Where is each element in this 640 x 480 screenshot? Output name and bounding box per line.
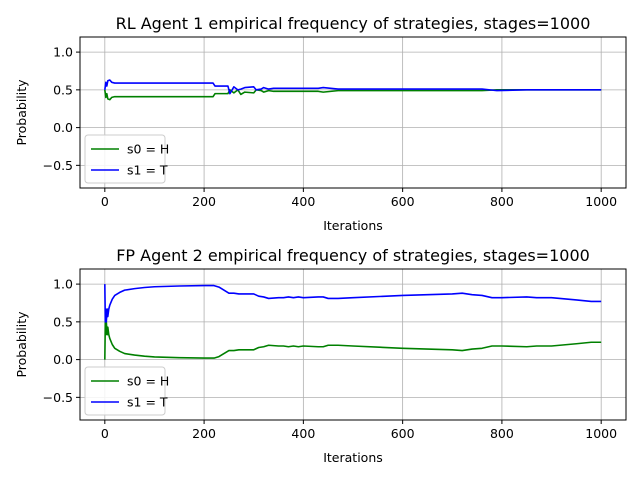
x-tick-label: 200 xyxy=(192,426,216,441)
chart-panel-2: 0 200 400 600 800 1000 −0.5 0.0 0.5 1.0 FP Agent 2… xyxy=(14,246,627,465)
series-line-s1-t xyxy=(104,284,602,323)
y-tick-label: −0.5 xyxy=(43,158,73,173)
x-tick-label: 1000 xyxy=(585,426,617,441)
legend-box xyxy=(84,366,166,416)
chart-panel-1: 0 200 400 600 800 1000 −0.5 0.0 0.5 1.0 RL Agent 1… xyxy=(14,14,627,233)
x-tick-label: 800 xyxy=(490,426,514,441)
legend-label: s0 = H xyxy=(127,374,169,389)
legend: s0 = H s1 = T xyxy=(84,366,169,416)
x-tick-label: 400 xyxy=(291,426,315,441)
chart-title: RL Agent 1 empirical frequency of strate… xyxy=(116,14,591,33)
plot-frame xyxy=(79,36,627,189)
x-axis-label: Iterations xyxy=(323,218,383,233)
y-axis-label: Probability xyxy=(14,311,29,378)
y-tick-label: 1.0 xyxy=(53,277,73,292)
series-line-s0-h xyxy=(104,89,602,101)
series-line-s1-t xyxy=(104,79,602,95)
legend: s0 = H s1 = T xyxy=(84,134,169,184)
plot-frame xyxy=(79,268,627,421)
y-tick-label: 0.0 xyxy=(53,120,73,135)
x-tick-label: 800 xyxy=(490,194,514,209)
legend-label: s1 = T xyxy=(127,163,168,178)
legend-label: s0 = H xyxy=(127,142,169,157)
y-tick-label: −0.5 xyxy=(43,390,73,405)
y-axis-label: Probability xyxy=(14,79,29,146)
legend-label: s1 = T xyxy=(127,395,168,410)
x-tick-label: 1000 xyxy=(585,194,617,209)
series-line-s0-h xyxy=(104,321,602,360)
y-tick-label: 0.0 xyxy=(53,352,73,367)
chart-title: FP Agent 2 empirical frequency of strate… xyxy=(116,246,590,265)
x-tick-label: 600 xyxy=(391,426,415,441)
x-tick-label: 0 xyxy=(101,426,109,441)
x-tick-label: 400 xyxy=(291,194,315,209)
x-tick-label: 600 xyxy=(391,194,415,209)
y-tick-label: 0.5 xyxy=(53,314,73,329)
x-tick-label: 0 xyxy=(101,194,109,209)
x-axis-label: Iterations xyxy=(323,450,383,465)
y-tick-label: 0.5 xyxy=(53,82,73,97)
y-tick-label: 1.0 xyxy=(53,45,73,60)
legend-box xyxy=(84,134,166,184)
x-tick-label: 200 xyxy=(192,194,216,209)
